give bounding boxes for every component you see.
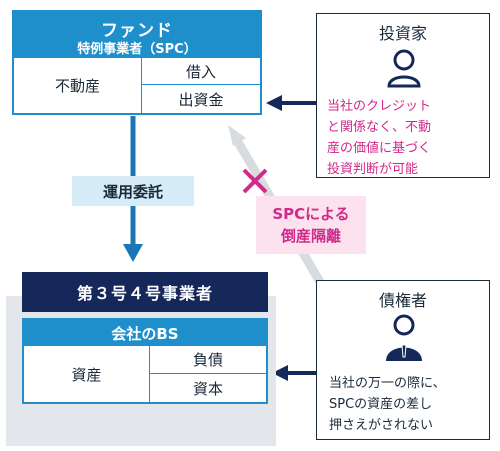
- fund-header: ファンド 特例事業者（SPC）: [14, 12, 260, 58]
- investor-title: 投資家: [378, 24, 427, 43]
- businessperson-icon: [386, 314, 422, 361]
- investor-text-line: 投資判断が可能: [327, 162, 419, 177]
- investor-text-line: 産の価値に基づく: [327, 141, 432, 156]
- bs-assets-cell: 資産: [24, 346, 150, 402]
- fund-equity-cell: 出資金: [178, 90, 224, 109]
- person-icon: [387, 49, 421, 88]
- creditor-text-line: 押さえがされない: [329, 418, 434, 433]
- blocked-arrow-head: [228, 125, 246, 146]
- isolation-line: SPCによる: [272, 205, 350, 223]
- creditor-arrow-head: [272, 365, 288, 381]
- investor-text-line: 当社のクレジット: [327, 99, 432, 114]
- investor-description: 当社のクレジット と関係なく、不動 産の価値に基づく 投資判断が可能: [327, 96, 481, 180]
- isolation-line: 倒産隔離: [280, 227, 341, 245]
- operation-outsourcing-label: 運用委託: [72, 176, 194, 206]
- creditor-text-line: 当社の万一の際に、: [329, 376, 446, 391]
- fund-real-estate-cell: 不動産: [14, 58, 142, 113]
- bs-liabilities-cell: 負債: [150, 346, 266, 374]
- bankruptcy-isolation-label: SPCによる 倒産隔離: [256, 196, 366, 254]
- fund-block: ファンド 特例事業者（SPC） 不動産 借入 出資金: [12, 10, 262, 115]
- operator-title: 第３号４号事業者: [22, 272, 268, 312]
- creditor-box: 債権者 当社の万一の際に、 SPCの資産の差し 押さえがされない: [316, 280, 490, 440]
- operation-arrow-head: [123, 244, 143, 262]
- investor-arrow-head: [266, 95, 282, 111]
- fund-subtitle: 特例事業者（SPC）: [77, 42, 197, 57]
- investor-text-line: と関係なく、不動: [327, 120, 432, 135]
- block-cross-icon: [242, 168, 268, 194]
- investor-box: 投資家 当社のクレジット と関係なく、不動 産の価値に基づく 投資判断が可能: [316, 13, 490, 178]
- fund-title: ファンド: [101, 21, 173, 41]
- bs-capital-cell: 資本: [192, 379, 223, 398]
- fund-borrowing-cell: 借入: [142, 58, 260, 85]
- creditor-title: 債権者: [378, 291, 427, 310]
- bs-title: 会社のBS: [24, 320, 266, 346]
- company-bs-block: 会社のBS 資産 負債 資本: [22, 318, 268, 404]
- creditor-text-line: SPCの資産の差し: [329, 397, 433, 412]
- creditor-description: 当社の万一の際に、 SPCの資産の差し 押さえがされない: [329, 373, 483, 436]
